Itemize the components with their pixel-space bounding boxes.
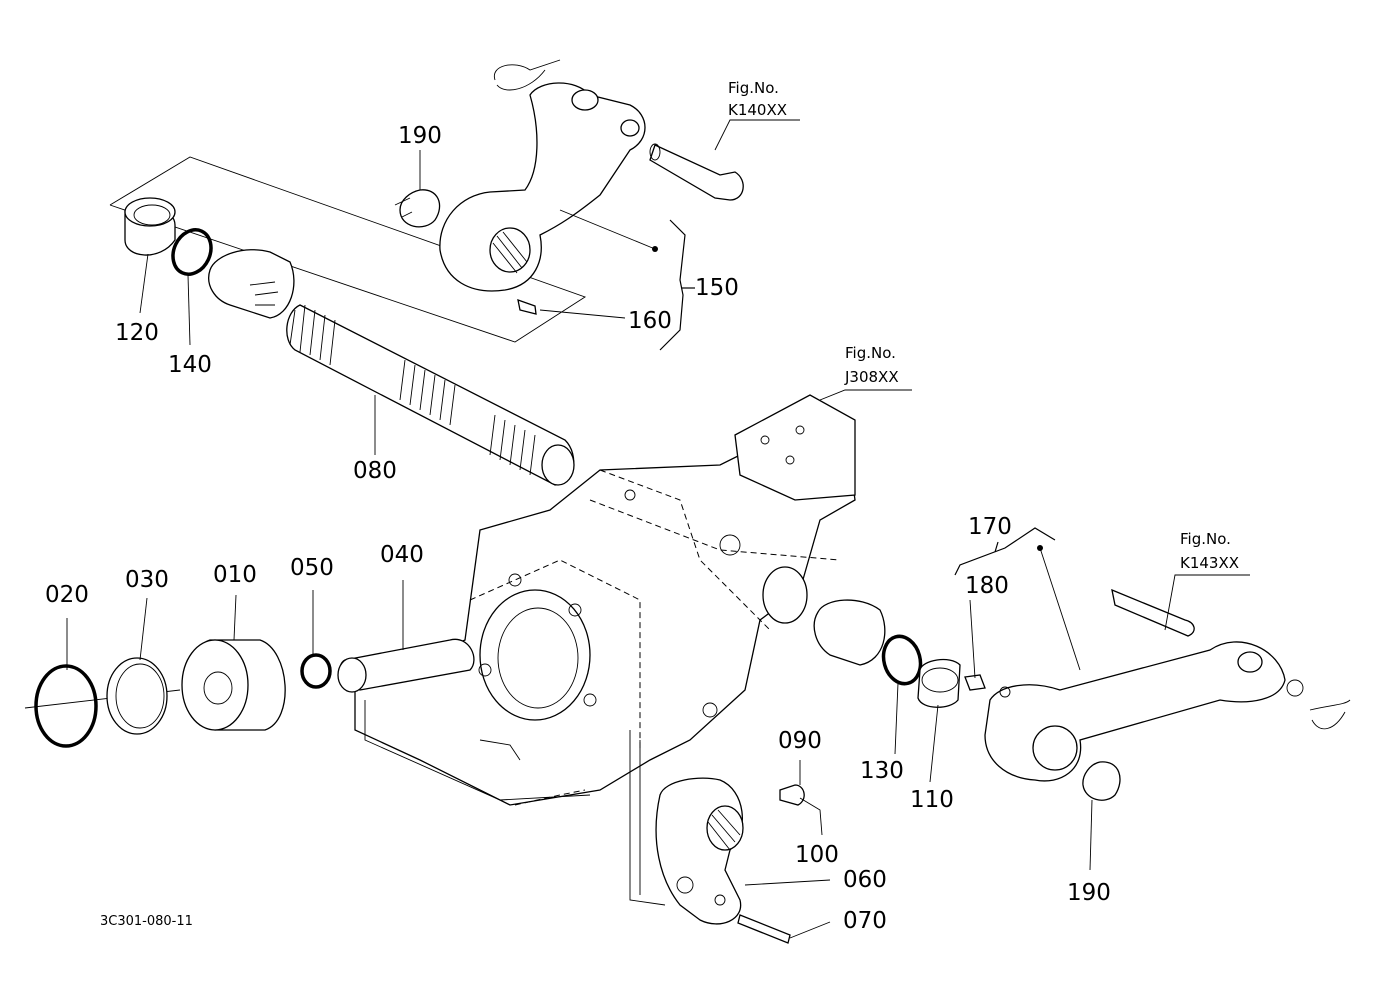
- figure-references: Fig.No. K140XX Fig.No. J308XX Fig.No. K1…: [728, 79, 1239, 572]
- callout-120: 120: [115, 320, 159, 346]
- callout-180: 180: [965, 573, 1009, 599]
- callout-010: 010: [213, 562, 257, 588]
- lower-lever-assembly: [629, 730, 831, 944]
- right-lift-arm-assembly: [813, 527, 1351, 871]
- piston-group: [24, 580, 475, 748]
- callout-170: 170: [968, 514, 1012, 540]
- top-lift-arm-assembly: [109, 59, 800, 351]
- callout-060: 060: [843, 867, 887, 893]
- callout-160: 160: [628, 308, 672, 334]
- document-id: 3C301-080-11: [100, 914, 193, 929]
- callout-070: 070: [843, 908, 887, 934]
- figref-middle-code: J308XX: [844, 368, 899, 386]
- callout-190-top: 190: [398, 123, 442, 149]
- figref-right-label: Fig.No.: [1180, 530, 1231, 548]
- callout-100: 100: [795, 842, 839, 868]
- figref-middle-label: Fig.No.: [845, 344, 896, 362]
- lift-shaft-group: [124, 197, 575, 486]
- callout-140: 140: [168, 352, 212, 378]
- callout-130: 130: [860, 758, 904, 784]
- figref-right-code: K143XX: [1180, 554, 1239, 572]
- callout-190-right: 190: [1067, 880, 1111, 906]
- callout-030: 030: [125, 567, 169, 593]
- callout-labels: 190 120 140 160 150 080 170 180 020 030 …: [45, 123, 1111, 934]
- callout-020: 020: [45, 582, 89, 608]
- lift-housing: [354, 389, 912, 806]
- callout-040: 040: [380, 542, 424, 568]
- leader-lines: [66, 253, 939, 783]
- callout-150: 150: [695, 275, 739, 301]
- callout-110: 110: [910, 787, 954, 813]
- callout-080: 080: [353, 458, 397, 484]
- figref-top-label: Fig.No.: [728, 79, 779, 97]
- callout-090: 090: [778, 728, 822, 754]
- callout-050: 050: [290, 555, 334, 581]
- figref-top-code: K140XX: [728, 101, 787, 119]
